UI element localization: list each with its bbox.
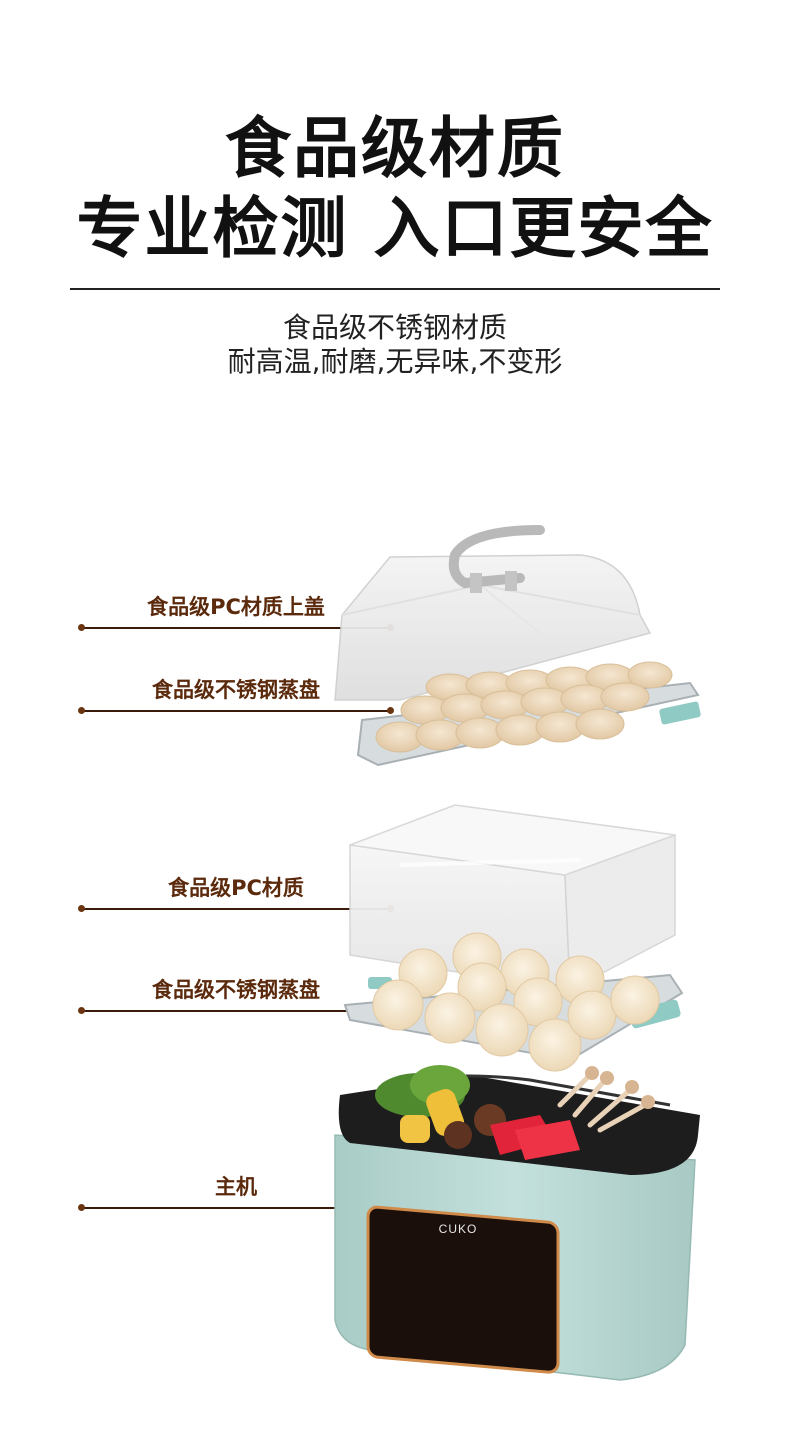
callout-leader-line — [82, 1207, 390, 1209]
title-divider — [70, 288, 720, 290]
page-title-line-2: 专业检测 入口更安全 — [76, 190, 714, 267]
callout-label: 主机 — [215, 1175, 257, 1199]
brand-logo: CUKO — [439, 1222, 478, 1236]
subtitle-line-2: 耐高温,耐磨,无异味,不变形 — [227, 345, 563, 378]
callout-label: 食品级不锈钢蒸盘 — [152, 978, 320, 1002]
upper-tray-illustration — [356, 661, 701, 767]
lid-illustration — [334, 525, 652, 701]
callout-leader-line — [82, 627, 390, 629]
product-exploded-view: CUKO — [330, 515, 720, 1395]
callout-dot-icon — [78, 905, 85, 912]
base-unit-illustration: CUKO — [334, 1065, 700, 1381]
callout-leader-line — [82, 1010, 390, 1012]
callout-dot-icon — [78, 624, 85, 631]
callout-leader-line — [82, 710, 390, 712]
callout-dot-icon — [78, 1204, 85, 1211]
steamer-box-illustration — [349, 804, 676, 992]
callout-dot-icon — [387, 707, 394, 714]
hotpot-food — [375, 1065, 655, 1160]
callout-label: 食品级不锈钢蒸盘 — [152, 678, 320, 702]
callout-leader-line — [82, 908, 390, 910]
callout-dot-icon — [78, 707, 85, 714]
callout-label: 食品级PC材质上盖 — [147, 595, 325, 619]
page-title-line-1: 食品级材质 — [225, 110, 565, 187]
callout-label: 食品级PC材质 — [168, 876, 304, 900]
callout-dot-icon — [78, 1007, 85, 1014]
lower-tray-illustration — [343, 932, 684, 1072]
subtitle-line-1: 食品级不锈钢材质 — [282, 311, 507, 344]
